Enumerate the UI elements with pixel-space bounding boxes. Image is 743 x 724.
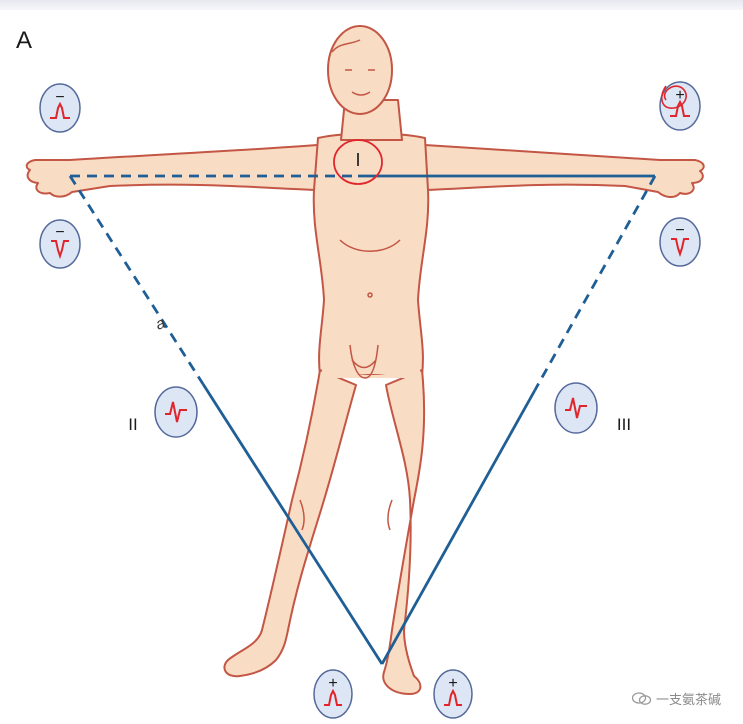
left-leg-lead3-badge: +	[433, 669, 473, 719]
right-arm	[25, 144, 319, 198]
right-arm-lead2-badge: −	[39, 219, 81, 269]
lead-I-red-circle	[333, 139, 383, 185]
panel-label: A	[16, 27, 32, 54]
left-leg-sign-lead3: +	[448, 675, 457, 692]
lead-III-label: III	[617, 415, 631, 434]
right-arm-sign: −	[55, 89, 64, 106]
watermark-text: 一支氨茶碱	[655, 693, 721, 708]
lead-II-line-solid	[201, 383, 384, 665]
red-scribble	[661, 85, 687, 109]
lead-II-line-dashed	[68, 175, 205, 385]
lead-II-label: II	[128, 415, 137, 434]
svg-text:−: −	[675, 222, 684, 239]
wechat-icon	[631, 691, 652, 705]
lead-III-line-dashed	[533, 175, 657, 391]
left-leg	[382, 369, 426, 695]
svg-text:−: −	[55, 224, 64, 241]
left-arm-sign: +	[675, 87, 684, 104]
left-arm-lead1-badge: +	[659, 81, 701, 131]
top-strip	[0, 0, 743, 10]
left-arm-lead3-badge: −	[659, 217, 701, 267]
lead-III-ecg-badge	[554, 382, 598, 434]
watermark: 一支氨茶碱	[631, 689, 721, 708]
torso	[312, 132, 430, 376]
human-body-figure	[25, 25, 705, 695]
left-arm	[424, 144, 705, 198]
lead-lines	[68, 174, 657, 665]
lead-III-line-solid	[380, 389, 537, 665]
lead-I-label: I	[355, 150, 360, 170]
head	[327, 25, 393, 115]
body-details	[299, 39, 401, 531]
right-leg	[223, 369, 357, 678]
lead-II-ecg-badge	[154, 386, 198, 438]
left-leg-lead2-badge: +	[313, 669, 353, 719]
left-leg-sign-lead2: +	[328, 675, 337, 692]
right-arm-lead1-badge: −	[39, 83, 81, 133]
